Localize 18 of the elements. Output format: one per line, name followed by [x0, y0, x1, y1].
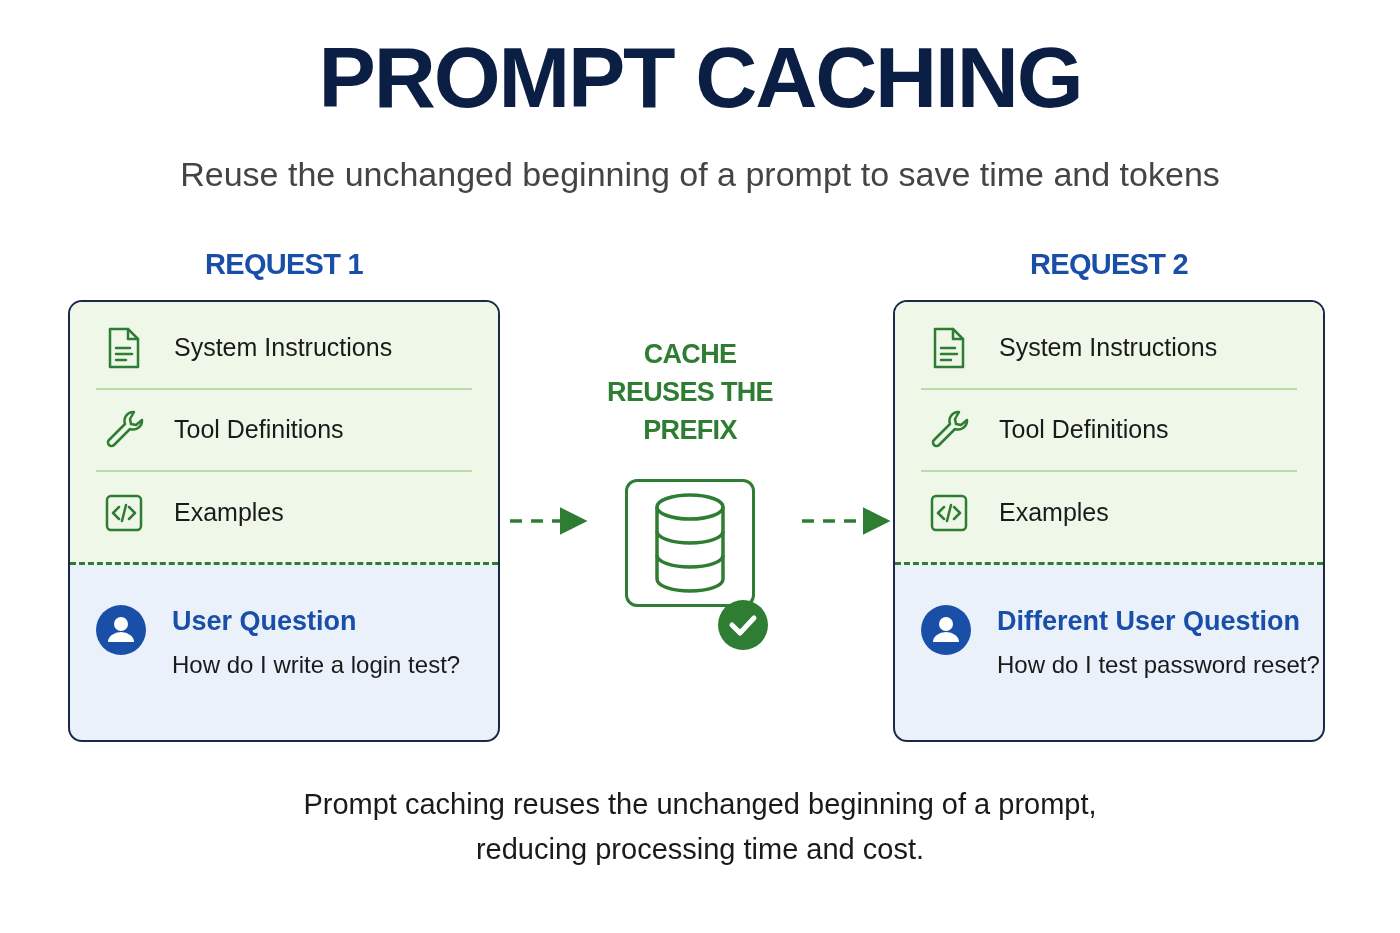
item-label: Tool Definitions [174, 414, 344, 446]
section-heading: REQUEST 2 [1030, 247, 1188, 282]
item-label: System Instructions [999, 332, 1218, 364]
caption: Prompt caching reuses the unchanged beginning of a prompt, reducing processing time and cost. [302, 787, 1098, 867]
question-text: How do I write a login test? [172, 650, 461, 680]
item-label: System Instructions [174, 332, 393, 364]
title: PROMPT CACHING [318, 28, 1082, 127]
question-heading: Different User Question [997, 605, 1302, 638]
section-heading: REQUEST 1 [205, 247, 363, 282]
item-label: Examples [999, 497, 1109, 529]
subtitle: Reuse the unchanged beginning of a prompt to save time and tokens [180, 154, 1220, 195]
item-label: Tool Definitions [999, 414, 1169, 446]
cache-heading: CACHE REUSES THE PREFIX [606, 338, 774, 447]
question-text: How do I test password reset? [997, 650, 1320, 680]
arrow [510, 507, 588, 535]
item-label: Examples [174, 497, 284, 529]
arrow [802, 507, 891, 535]
question-heading: User Question [172, 605, 358, 638]
